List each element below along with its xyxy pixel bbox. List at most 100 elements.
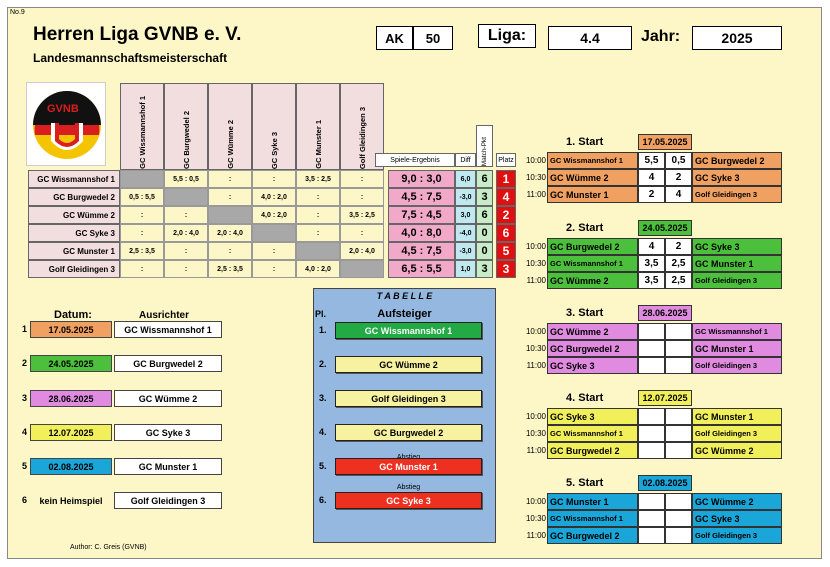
match-time: 10:00: [525, 242, 546, 251]
match-time: 10:30: [525, 344, 546, 353]
match-home: GC Wissmannshof 1: [547, 152, 638, 169]
match-score-home: [638, 323, 665, 340]
match-score-away: 2,5: [665, 255, 692, 272]
match-away: GC Munster 1: [692, 255, 782, 272]
match-time: 10:30: [525, 259, 546, 268]
tabelle-title: T A B E L L E: [376, 291, 433, 301]
matrix-result-cell: :: [296, 188, 340, 206]
datum-header: Datum:: [54, 309, 92, 321]
sheet-number: No.9: [10, 9, 25, 16]
spiele-ergebnis: 4,5 : 7,5: [388, 242, 455, 260]
host-value: GC Syke 3: [114, 424, 222, 441]
date-value: 24.05.2025: [30, 355, 112, 372]
date-value: kein Heimspiel: [39, 495, 103, 506]
platz-value: 3: [496, 260, 516, 278]
matrix-result-cell: 2,0 : 4,0: [208, 224, 252, 242]
start-label: 5. Start: [566, 477, 604, 489]
matrix-row-team: GC Wümme 2: [28, 206, 120, 224]
match-score-home: 4: [638, 169, 665, 186]
match-score-home: [638, 357, 665, 374]
diff-value: 1,0: [455, 260, 476, 278]
tabelle-team: GC Wissmannshof 1: [335, 322, 482, 339]
jahr-value: 2025: [692, 26, 782, 50]
matrix-result-cell: 3,5 : 2,5: [296, 170, 340, 188]
matrix-row-team: Golf Gleidingen 3: [28, 260, 120, 278]
start-label: 3. Start: [566, 307, 604, 319]
match-score-away: [665, 527, 692, 544]
match-home: GC Munster 1: [547, 186, 638, 203]
host-value: GC Wümme 2: [114, 390, 222, 407]
tabelle-team: GC Wümme 2: [335, 356, 482, 373]
matrix-result-cell: 2,0 : 4,0: [164, 224, 208, 242]
matrix-result-cell: :: [208, 188, 252, 206]
match-points: 6: [476, 170, 493, 188]
spiele-ergebnis: 6,5 : 5,5: [388, 260, 455, 278]
match-points: 3: [476, 188, 493, 206]
matrix-diagonal-cell: [164, 188, 208, 206]
matrix-col-header: GC Wissmannshof 1: [120, 83, 164, 170]
match-away: GC Munster 1: [692, 408, 782, 425]
platz-value: 1: [496, 170, 516, 188]
match-score-away: [665, 340, 692, 357]
matrix-result-cell: 4,0 : 2,0: [296, 260, 340, 278]
tabelle-place: 4.: [319, 427, 327, 437]
start-date: 24.05.2025: [638, 220, 692, 236]
abstieg-label-6: Abstieg: [396, 484, 421, 491]
match-score-home: 2: [638, 186, 665, 203]
matrix-result-cell: 4,0 : 2,0: [252, 206, 296, 224]
matrix-row-team: GC Burgwedel 2: [28, 188, 120, 206]
match-time: 11:00: [526, 361, 546, 370]
match-away: GC Burgwedel 2: [692, 152, 782, 169]
matrix-result-cell: :: [340, 188, 384, 206]
match-away: GC Syke 3: [692, 510, 782, 527]
match-home: GC Burgwedel 2: [547, 340, 638, 357]
match-score-away: 0,5: [665, 152, 692, 169]
match-home: GC Wissmannshof 1: [547, 425, 638, 442]
matrix-diagonal-cell: [208, 206, 252, 224]
date-value: 12.07.2025: [30, 424, 112, 441]
match-time: 10:00: [525, 327, 546, 336]
matrix-result-cell: :: [340, 224, 384, 242]
match-score-away: 2: [665, 238, 692, 255]
matrix-col-header: GC Syke 3: [252, 83, 296, 170]
tabelle-team: GC Munster 1: [335, 458, 482, 475]
match-score-home: [638, 340, 665, 357]
match-home: GC Wümme 2: [547, 169, 638, 186]
matrix-result-cell: :: [208, 170, 252, 188]
match-score-home: [638, 493, 665, 510]
date-number: 1: [22, 324, 28, 334]
matrix-result-cell: :: [252, 170, 296, 188]
match-time: 10:30: [525, 514, 546, 523]
matrix-result-cell: :: [164, 242, 208, 260]
spiele-ergebnis: 7,5 : 4,5: [388, 206, 455, 224]
date-value: 02.08.2025: [30, 458, 112, 475]
matrix-result-cell: :: [296, 224, 340, 242]
match-score-away: 2,5: [665, 272, 692, 289]
author: Author: C. Greis (GVNB): [70, 544, 147, 551]
match-score-home: 5,5: [638, 152, 665, 169]
diff-value: -3,0: [455, 188, 476, 206]
match-home: GC Syke 3: [547, 357, 638, 374]
match-time: 10:00: [525, 156, 546, 165]
matrix-result-cell: :: [252, 242, 296, 260]
match-time: 11:00: [526, 531, 546, 540]
match-score-away: [665, 425, 692, 442]
league-sheet: No.9 Herren Liga GVNB e. V. Landesmannsc…: [7, 7, 822, 559]
page-title: Herren Liga GVNB e. V.: [33, 24, 242, 45]
match-points: 0: [476, 224, 493, 242]
date-value: 28.06.2025: [30, 390, 112, 407]
match-away: GC Wümme 2: [692, 493, 782, 510]
liga-value: 4.4: [548, 26, 632, 50]
aufsteiger-label: Aufsteiger: [377, 308, 432, 320]
match-home: GC Wissmannshof 1: [547, 255, 638, 272]
diff-value: 6,0: [455, 170, 476, 188]
match-away: GC Munster 1: [692, 340, 782, 357]
matrix-diagonal-cell: [120, 170, 164, 188]
start-date: 02.08.2025: [638, 475, 692, 491]
matrix-result-cell: :: [120, 206, 164, 224]
spiele-ergebnis: 9,0 : 3,0: [388, 170, 455, 188]
platz-value: 6: [496, 224, 516, 242]
diff-value: -4,0: [455, 224, 476, 242]
matrix-result-cell: 4,0 : 2,0: [252, 188, 296, 206]
match-score-away: [665, 357, 692, 374]
